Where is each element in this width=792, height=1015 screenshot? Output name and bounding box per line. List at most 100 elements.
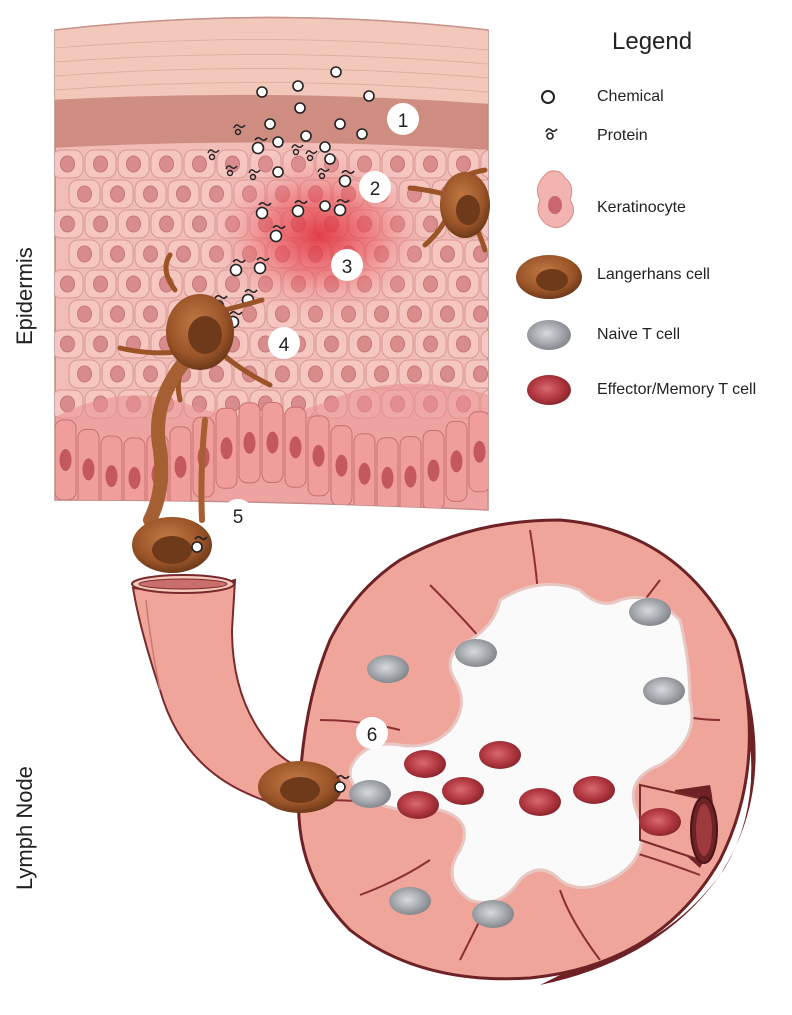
keratinocyte (349, 330, 380, 358)
keratinocyte (135, 360, 166, 388)
keratinocyte (52, 270, 83, 298)
basal-cell (101, 436, 122, 516)
keratinocyte (102, 240, 133, 268)
basal-cell (216, 408, 237, 488)
keratinocyte (85, 270, 116, 298)
step-marker-2: 2 (359, 171, 391, 203)
effector-memory-t-cell (442, 777, 484, 805)
keratinocyte (118, 270, 149, 298)
chemical-particle (265, 119, 275, 129)
lymph-node-label: Lymph Node (12, 766, 38, 890)
keratinocyte (481, 330, 512, 358)
legend-label-naive-t-cell: Naive T cell (597, 326, 680, 344)
keratinocyte (432, 300, 463, 328)
legend-label-keratinocyte: Keratinocyte (597, 199, 686, 217)
keratinocyte (184, 270, 215, 298)
basal-cell (446, 421, 467, 501)
keratinocyte (85, 150, 116, 178)
effector-memory-t-cell (397, 791, 439, 819)
keratinocyte (481, 270, 512, 298)
inflammation-area (200, 145, 440, 325)
langerhans-cell-migrating (132, 517, 212, 573)
keratinocyte (135, 300, 166, 328)
basal-cell (308, 416, 329, 496)
effector-memory-t-cell-icon (527, 375, 571, 405)
keratinocyte (168, 180, 199, 208)
keratinocyte (52, 330, 83, 358)
keratinocyte (382, 330, 413, 358)
keratinocyte (85, 210, 116, 238)
keratinocyte (481, 150, 512, 178)
basal-cell (469, 412, 490, 492)
stratum-corneum (50, 5, 490, 105)
basal-cell (170, 427, 191, 507)
naive-t-cell-icon (527, 320, 571, 350)
keratinocyte (52, 210, 83, 238)
keratinocyte (498, 180, 529, 208)
step-6-label: 6 (367, 725, 378, 746)
legend-label-langerhans-cell: Langerhans cell (597, 266, 710, 284)
keratinocyte (102, 180, 133, 208)
naive-t-cell (349, 780, 391, 808)
chemical-particle (273, 167, 283, 177)
legend-label-effector-memory-t-cell: Effector/Memory T cell (597, 381, 756, 399)
effector-memory-t-cell (404, 750, 446, 778)
chemical-particle (293, 81, 303, 91)
keratinocyte (448, 270, 479, 298)
effector-memory-t-cell (479, 741, 521, 769)
legend-title: Legend (612, 28, 692, 56)
protein-icon (546, 129, 557, 139)
keratinocyte (415, 330, 446, 358)
keratinocyte (102, 300, 133, 328)
chemical-particle (295, 103, 305, 113)
keratinocyte-icon (537, 171, 573, 228)
keratinocyte (118, 150, 149, 178)
keratinocyte (69, 180, 100, 208)
keratinocyte (465, 300, 496, 328)
keratinocyte (69, 360, 100, 388)
naive-t-cell (455, 639, 497, 667)
legend-label-chemical: Chemical (597, 88, 664, 106)
keratinocyte (498, 360, 529, 388)
step-1-label: 1 (398, 111, 409, 132)
keratinocyte (316, 330, 347, 358)
chemical-particle (273, 137, 283, 147)
step-marker-5: 5 (222, 499, 254, 531)
basal-cell (354, 434, 375, 514)
keratinocyte (102, 360, 133, 388)
lymph-node (299, 520, 756, 985)
naive-t-cell (389, 887, 431, 915)
keratinocyte (52, 150, 83, 178)
step-marker-4: 4 (268, 327, 300, 359)
chemical-particle (357, 129, 367, 139)
keratinocyte (168, 240, 199, 268)
keratinocyte (69, 300, 100, 328)
chemical-particle (364, 91, 374, 101)
keratinocyte (118, 210, 149, 238)
epidermis-label: Epidermis (12, 247, 38, 345)
basal-cell (423, 431, 444, 511)
keratinocyte (366, 360, 397, 388)
keratinocyte (151, 210, 182, 238)
step-2-label: 2 (370, 179, 381, 200)
basal-cell (55, 420, 76, 500)
keratinocyte (184, 150, 215, 178)
step-marker-3: 3 (331, 249, 363, 281)
basal-cell (400, 437, 421, 517)
langerhans-cell-icon (516, 255, 582, 299)
keratinocyte (135, 180, 166, 208)
chemical-particle (335, 119, 345, 129)
naive-t-cell (643, 677, 685, 705)
epidermis-block (50, 5, 529, 520)
chemical-particle (320, 201, 330, 211)
basal-cell (331, 426, 352, 506)
basal-cell (262, 403, 283, 483)
keratinocyte (333, 360, 364, 388)
keratinocyte (135, 240, 166, 268)
effector-memory-t-cell (639, 808, 681, 836)
keratinocyte (300, 360, 331, 388)
step-4-label: 4 (279, 335, 290, 356)
naive-t-cell (367, 655, 409, 683)
effector-memory-t-cell (573, 776, 615, 804)
